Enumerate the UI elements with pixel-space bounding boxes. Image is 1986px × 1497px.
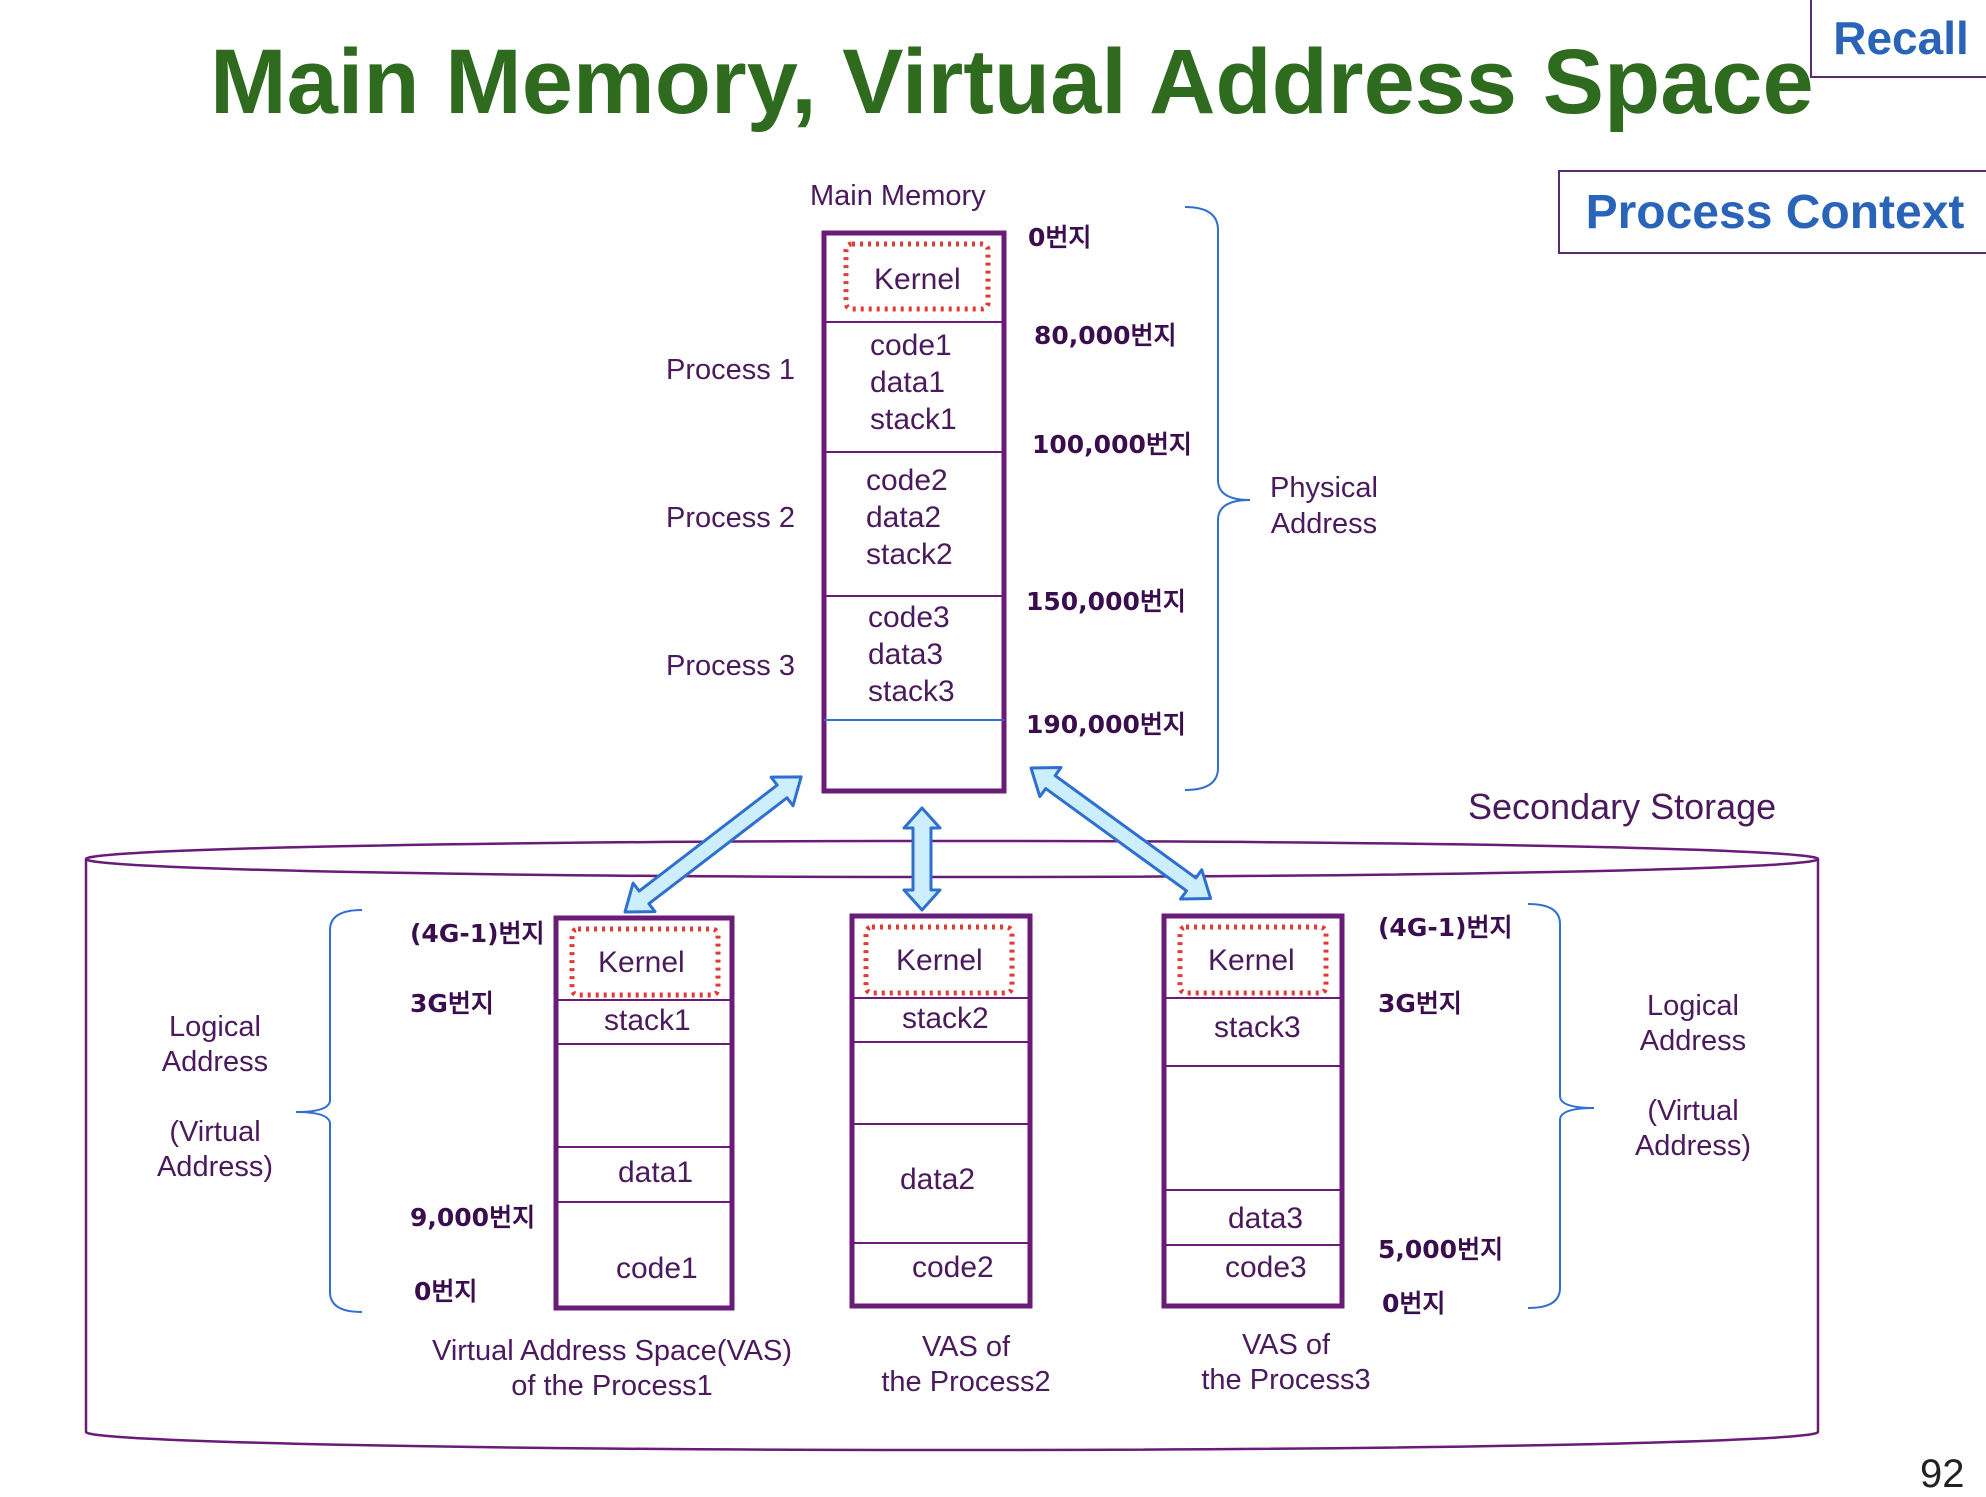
vas1-data-label: data1 xyxy=(618,1156,694,1189)
process-context-label: Process Context xyxy=(1585,185,1965,239)
mm-segment-process1: code1 data1 stack1 xyxy=(870,327,957,438)
mm-code1: code1 xyxy=(870,329,952,362)
vas1-kernel-label: Kernel xyxy=(598,946,685,979)
mm-segment-process2: code2 data2 stack2 xyxy=(866,462,953,573)
mm-address-150000: 150,000번지 xyxy=(1026,587,1186,616)
mm-code3: code3 xyxy=(868,601,950,634)
vas1-address-4g: (4G-1)번지 xyxy=(410,919,545,948)
process2-label: Process 2 xyxy=(666,502,795,534)
vas1-code-label: code1 xyxy=(616,1252,698,1285)
vas1-box xyxy=(553,915,735,1311)
mm-address-0: 0번지 xyxy=(1028,223,1092,252)
vas3-kernel-dotted xyxy=(1177,924,1329,996)
left-logical-address-label: Logical Address (Virtual Address) xyxy=(130,1010,300,1185)
mm-address-190000: 190,000번지 xyxy=(1026,710,1186,739)
secondary-storage-cylinder xyxy=(84,839,1820,1452)
right-logical-line-1: Logical xyxy=(1647,990,1739,1022)
vas2-kernel-label: Kernel xyxy=(896,944,983,977)
main-memory-label: Main Memory xyxy=(810,180,986,212)
vas3-kernel-label: Kernel xyxy=(1208,944,1295,977)
mm-data3: data3 xyxy=(868,638,944,671)
vas2-stack-label: stack2 xyxy=(902,1002,989,1035)
mm-data2: data2 xyxy=(866,501,942,534)
vas2-kernel-dotted xyxy=(863,924,1015,996)
secondary-storage-label: Secondary Storage xyxy=(1468,786,1777,827)
left-logical-brace xyxy=(295,909,363,1313)
vas3-caption-line-2: the Process3 xyxy=(1201,1364,1371,1396)
left-logical-line-1: Logical xyxy=(169,1011,261,1043)
mm-stack1: stack1 xyxy=(870,403,957,436)
right-logical-brace xyxy=(1527,903,1595,1309)
physical-line-2: Address xyxy=(1270,508,1378,540)
right-logical-line-3: (Virtual xyxy=(1647,1095,1739,1127)
vas3-data-label: data3 xyxy=(1228,1202,1304,1235)
vas1-address-0: 0번지 xyxy=(414,1277,478,1306)
arrow-process3-memory xyxy=(1029,766,1213,901)
main-kernel-label: Kernel xyxy=(874,263,961,296)
vas3-address-5000: 5,000번지 xyxy=(1378,1235,1504,1264)
physical-line-1: Physical xyxy=(1270,472,1378,504)
vas3-address-4g: (4G-1)번지 xyxy=(1378,913,1513,942)
mm-code2: code2 xyxy=(866,464,948,497)
physical-address-brace xyxy=(1184,206,1251,791)
mm-segment-process3: code3 data3 stack3 xyxy=(868,599,955,710)
vas1-address-9000: 9,000번지 xyxy=(410,1203,536,1232)
vas2-caption-line-2: the Process2 xyxy=(881,1366,1051,1398)
physical-address-label: Physical Address xyxy=(1270,470,1378,542)
vas2-caption-line-1: VAS of xyxy=(921,1331,1011,1363)
vas3-caption: VAS of the Process3 xyxy=(1166,1328,1406,1398)
vas1-caption: Virtual Address Space(VAS) of the Proces… xyxy=(412,1334,812,1404)
vas1-caption-line-1: Virtual Address Space(VAS) xyxy=(432,1335,792,1367)
vas2-code-label: code2 xyxy=(912,1251,994,1284)
right-logical-line-4: Address) xyxy=(1634,1130,1752,1162)
recall-tag: Recall xyxy=(1810,0,1986,78)
vas1-stack-label: stack1 xyxy=(604,1004,691,1037)
vas3-address-3g: 3G번지 xyxy=(1378,989,1462,1018)
mm-data1: data1 xyxy=(870,366,946,399)
left-logical-line-2: Address xyxy=(161,1046,269,1078)
mm-address-80000: 80,000번지 xyxy=(1034,321,1177,350)
left-logical-line-4: Address) xyxy=(156,1151,274,1183)
process1-label: Process 1 xyxy=(666,354,795,386)
process3-label: Process 3 xyxy=(666,650,795,682)
mm-address-100000: 100,000번지 xyxy=(1032,430,1192,459)
mm-stack2: stack2 xyxy=(866,538,953,571)
page-number: 92 xyxy=(1920,1452,1965,1496)
recall-tag-label: Recall xyxy=(1833,12,1969,64)
vas3-code-label: code3 xyxy=(1225,1251,1307,1284)
main-memory-box xyxy=(821,230,1007,794)
process-context-tag: Process Context xyxy=(1558,170,1986,254)
right-logical-address-label: Logical Address (Virtual Address) xyxy=(1608,989,1778,1164)
mm-stack3: stack3 xyxy=(868,675,955,708)
vas1-caption-line-2: of the Process1 xyxy=(511,1370,713,1402)
vas1-kernel-dotted xyxy=(569,926,721,998)
vas3-box xyxy=(1161,913,1345,1309)
main-kernel-dotted xyxy=(843,241,991,312)
vas2-data-label: data2 xyxy=(900,1163,976,1196)
vas2-box xyxy=(849,913,1033,1309)
vas1-address-3g: 3G번지 xyxy=(410,989,494,1018)
vas3-caption-line-1: VAS of xyxy=(1241,1329,1331,1361)
arrow-process2-memory xyxy=(902,806,942,912)
left-logical-line-3: (Virtual xyxy=(169,1116,261,1148)
vas3-address-0: 0번지 xyxy=(1382,1289,1446,1318)
vas3-stack-label: stack3 xyxy=(1214,1011,1301,1044)
right-logical-line-2: Address xyxy=(1639,1025,1747,1057)
page-title: Main Memory, Virtual Address Space xyxy=(210,31,1814,133)
arrow-process1-memory xyxy=(623,775,803,914)
vas2-caption: VAS of the Process2 xyxy=(846,1330,1086,1400)
